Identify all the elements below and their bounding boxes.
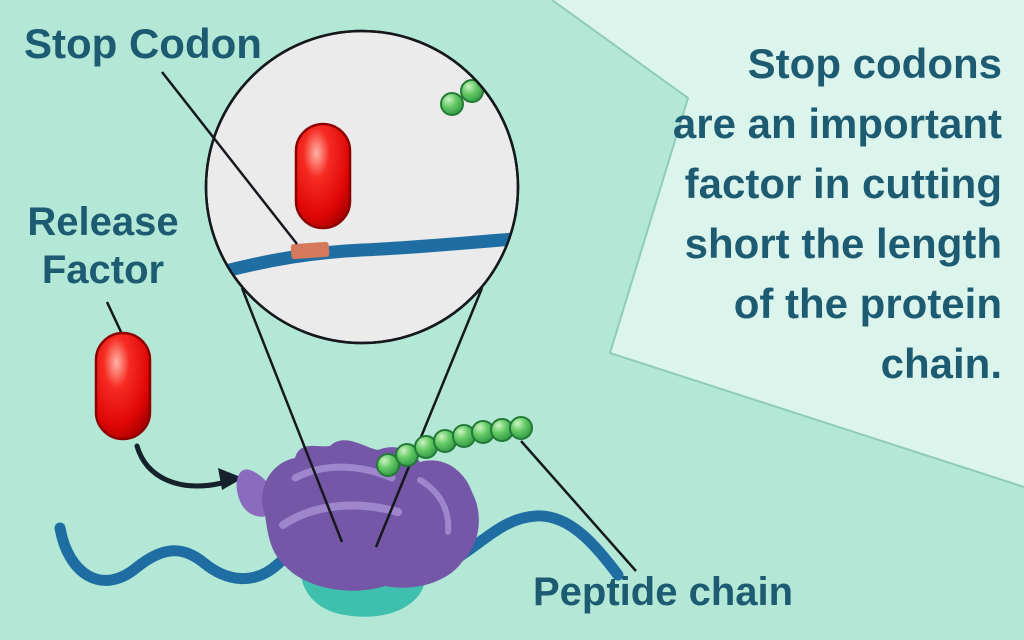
release-factor-label: Release Factor (12, 198, 194, 294)
peptide-bead-zoom-icon (460, 79, 484, 103)
ribosome-highlight (279, 501, 402, 529)
info-panel-text-line: are an important (672, 100, 1002, 147)
green-bead-chain-icon (376, 416, 533, 477)
curved-arrow-head-icon (218, 468, 243, 490)
curved-arrow-icon (134, 443, 225, 489)
orange-codon-segment-icon (290, 241, 330, 260)
info-panel-text-line: short the length (684, 220, 1002, 267)
release-factor-pill-zoom-icon (294, 122, 352, 230)
info-panel-text-line: Stop codons (747, 40, 1002, 87)
release-factor-pointer-line (105, 301, 123, 333)
mrna-strand-zoom-icon (206, 231, 518, 285)
info-panel-text: Stop codons are an important factor in c… (600, 34, 1002, 394)
info-panel-background (552, 0, 1024, 487)
info-panel-text-line: of the protein (733, 280, 1002, 327)
release-factor-label-line2: Factor (41, 248, 165, 292)
info-panel-text-line: factor in cutting (684, 160, 1002, 207)
peptide-chain-label: Peptide chain (533, 570, 794, 614)
info-panel-edge (551, 0, 1024, 488)
release-factor-label-line1: Release (27, 200, 179, 244)
peptide-bead-zoom-icon (440, 92, 464, 116)
zoom-circle-outline (204, 29, 520, 345)
stop-codon-pointer-line (161, 71, 298, 245)
peptide-chain-pointer-line (520, 440, 637, 572)
ribosome-highlight (417, 477, 452, 535)
info-panel-text-line: chain. (880, 340, 1002, 387)
zoom-cone-line-right (374, 287, 484, 548)
red-pill-icon (94, 331, 152, 441)
stop-codon-label: Stop Codon (24, 20, 262, 67)
zoom-cone-line-left (240, 287, 344, 543)
